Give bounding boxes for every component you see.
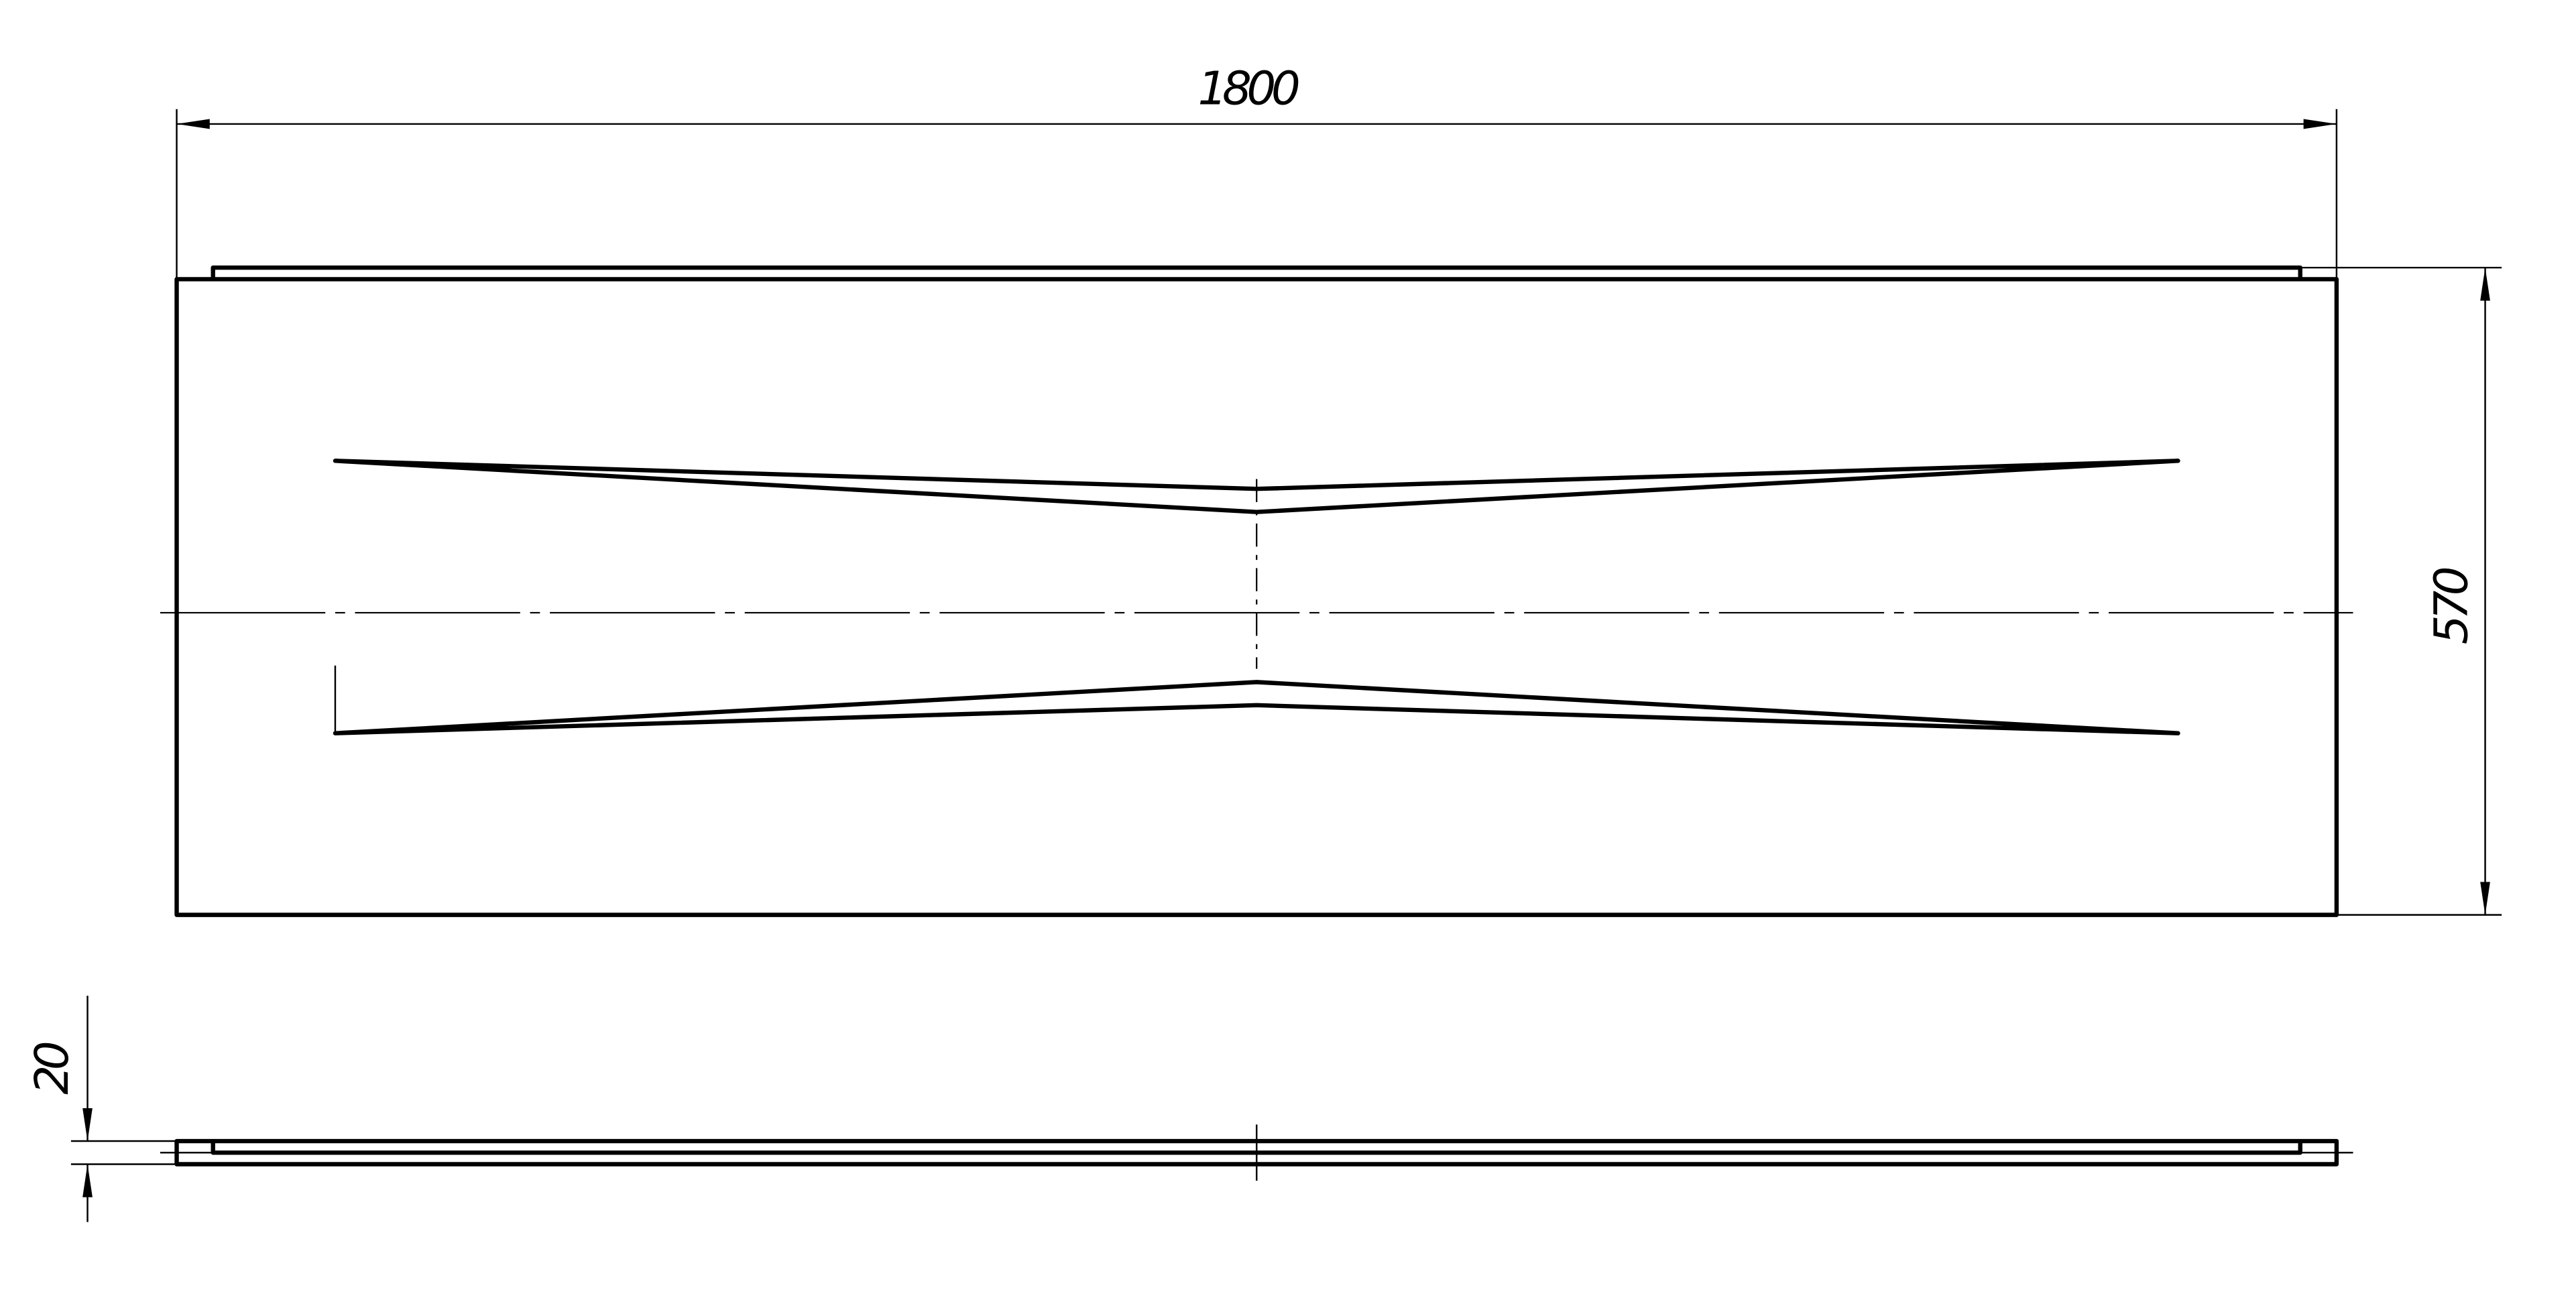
height-dimension: 570 [2300, 266, 2502, 916]
thickness-dimension-label: 20 [25, 1043, 79, 1094]
front-view [160, 265, 2353, 917]
top-lip [211, 265, 2302, 280]
panel-outline [174, 277, 2339, 917]
side-view [160, 1124, 2353, 1181]
height-dimension-label: 570 [2424, 568, 2478, 644]
width-dimension-label: 1800 [1197, 62, 1298, 115]
lower-groove [333, 680, 2180, 735]
thickness-dimension: 20 [25, 996, 177, 1222]
width-dimension: 1800 [176, 62, 2338, 278]
upper-groove [333, 459, 2180, 514]
